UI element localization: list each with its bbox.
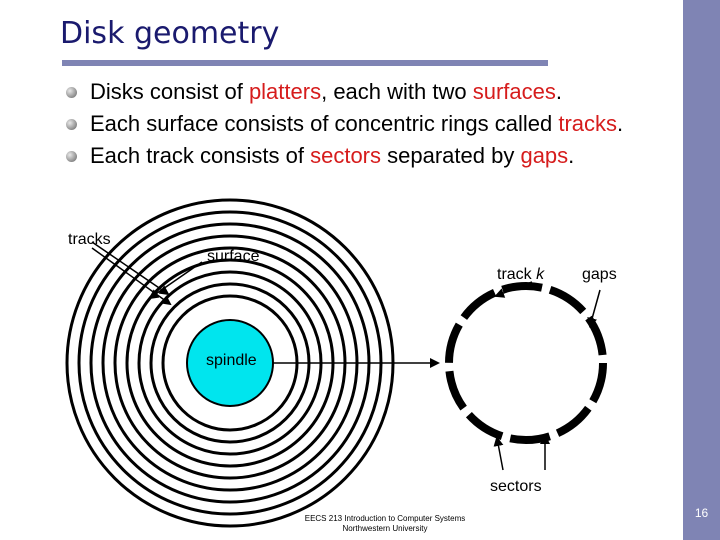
bullet-item: Each surface consists of concentric ring… xyxy=(66,108,623,140)
sectors-label: sectors xyxy=(490,478,542,495)
bullet-item: Each track consists of sectors separated… xyxy=(66,140,623,172)
bullet-dot-icon xyxy=(66,151,77,162)
bullet-list: Disks consist of platters, each with two… xyxy=(66,76,623,172)
page-number: 16 xyxy=(694,506,709,520)
term-surfaces: surfaces xyxy=(472,79,556,104)
side-accent-bar xyxy=(683,0,720,540)
gaps-label: gaps xyxy=(582,266,617,283)
footer-course: EECS 213 Introduction to Computer System… xyxy=(304,514,466,523)
term-tracks: tracks xyxy=(558,111,618,136)
track-k-sectors xyxy=(445,282,607,444)
slide-title: Disk geometry xyxy=(60,16,280,51)
bullet-dot-icon xyxy=(66,119,77,130)
arrow-sectors xyxy=(493,436,504,471)
arrow-tracks xyxy=(91,241,170,296)
track-k-label: track k xyxy=(497,266,545,283)
arrow-gaps xyxy=(587,289,601,328)
arrow-track-k xyxy=(494,281,533,298)
term-gaps: gaps xyxy=(520,143,569,168)
spindle-label: spindle xyxy=(206,352,257,369)
arrow-surface xyxy=(148,261,203,300)
surface-label: surface xyxy=(207,248,260,265)
footer: EECS 213 Introduction to Computer System… xyxy=(260,514,510,534)
footer-university: Northwestern University xyxy=(342,524,428,533)
term-sectors: sectors xyxy=(310,143,382,168)
sector-ring xyxy=(445,282,607,444)
bullet-item: Disks consist of platters, each with two… xyxy=(66,76,623,108)
term-platters: platters xyxy=(248,79,322,104)
tracks-label: tracks xyxy=(68,231,111,248)
bullet-dot-icon xyxy=(66,87,77,98)
disk-diagram xyxy=(65,198,607,528)
title-underline xyxy=(62,60,548,66)
